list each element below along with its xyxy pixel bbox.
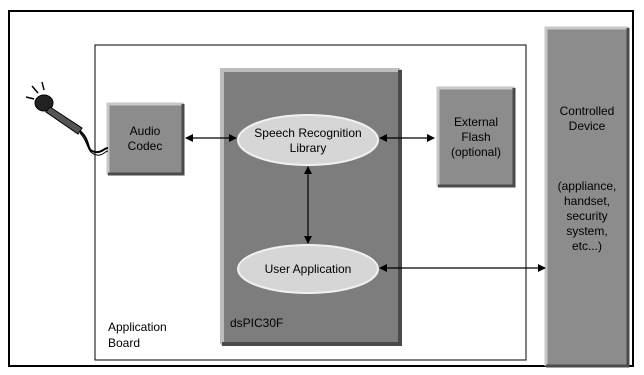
board-label-line2: Board xyxy=(108,336,140,350)
user-application xyxy=(237,244,379,294)
flash-label-line3: (optional) xyxy=(451,145,501,159)
speech-label-line1: Speech Recognition xyxy=(254,126,361,140)
controlled-device-block xyxy=(544,26,630,368)
flash-label-line2: Flash xyxy=(461,130,490,144)
flash-label-line1: External xyxy=(454,115,498,129)
device-title-line1: Controlled xyxy=(560,104,615,118)
user-app-label: User Application xyxy=(265,262,352,276)
microphone-icon xyxy=(25,81,109,156)
device-detail-1: (appliance, xyxy=(558,179,617,193)
device-detail-5: etc...) xyxy=(572,239,602,253)
speech-recognition-library xyxy=(237,114,379,166)
board-label-line1: Application xyxy=(108,320,167,334)
device-title-line2: Device xyxy=(569,119,606,133)
device-detail-2: handset, xyxy=(564,194,610,208)
external-flash-block xyxy=(436,86,516,188)
codec-label-line2: Codec xyxy=(128,139,163,153)
chip-label: dsPIC30F xyxy=(230,316,283,330)
device-detail-4: system, xyxy=(566,224,607,238)
codec-label-line1: Audio xyxy=(130,124,161,138)
audio-codec-block xyxy=(106,102,185,176)
dspic-chip-block xyxy=(220,68,402,346)
speech-label-line2: Library xyxy=(290,141,327,155)
device-detail-3: security xyxy=(566,209,607,223)
